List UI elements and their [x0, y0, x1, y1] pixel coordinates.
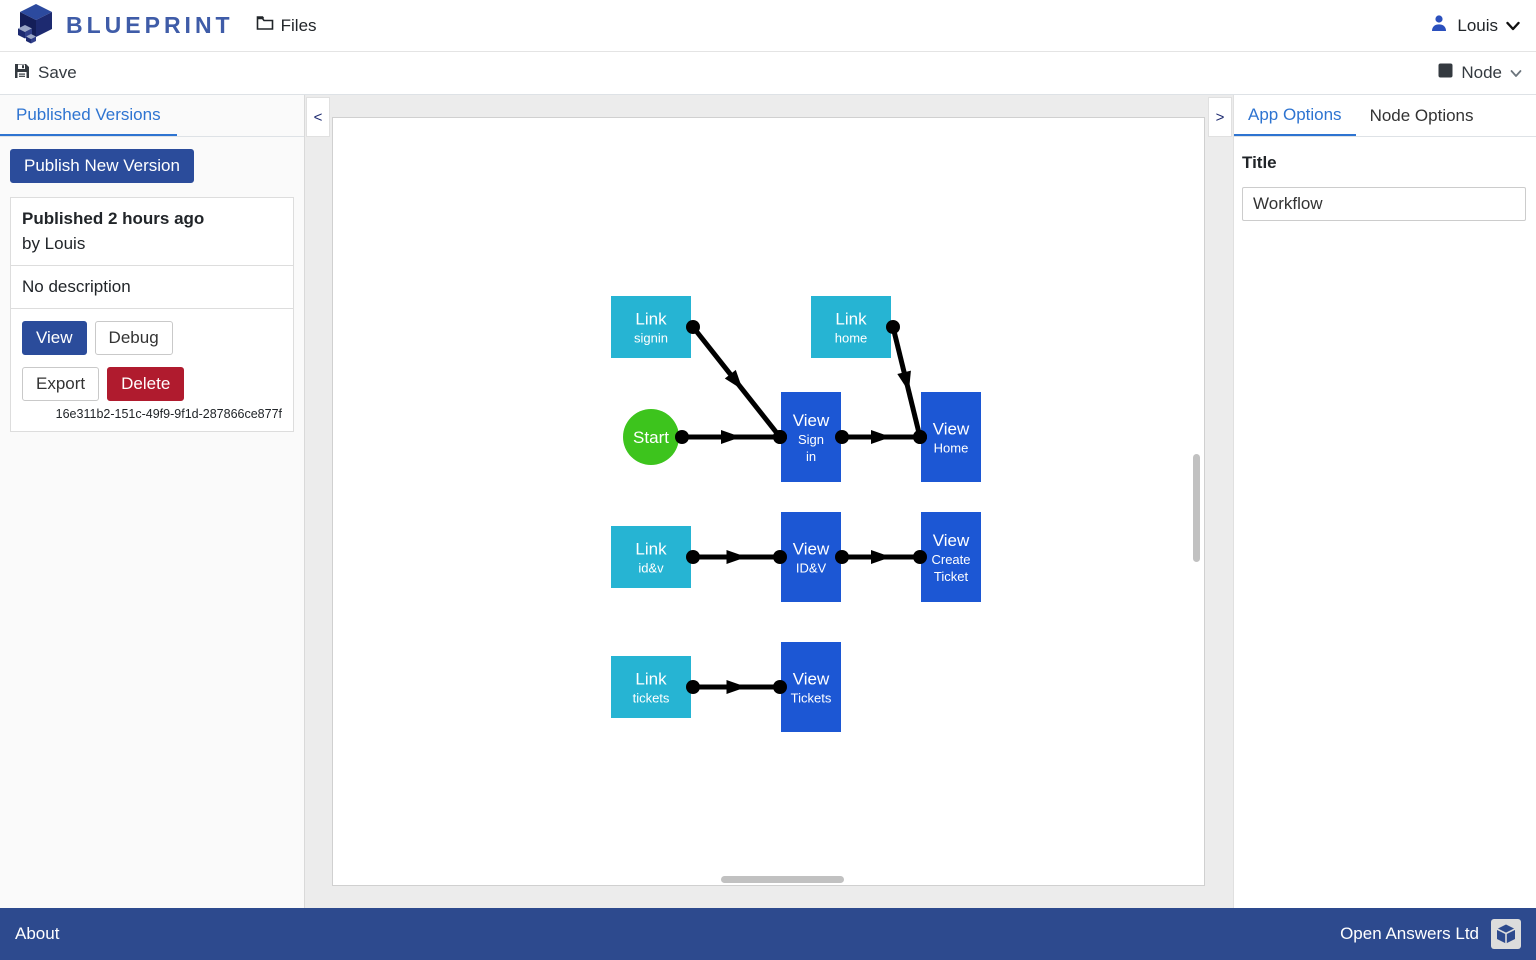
- user-menu[interactable]: Louis: [1429, 13, 1520, 38]
- vertical-scrollbar-thumb[interactable]: [1193, 454, 1200, 562]
- publish-new-version-button[interactable]: Publish New Version: [10, 149, 194, 183]
- svg-text:Tickets: Tickets: [791, 691, 832, 706]
- view-button[interactable]: View: [22, 321, 87, 355]
- options-tabbar: App Options Node Options: [1234, 95, 1536, 137]
- svg-text:in: in: [806, 449, 816, 464]
- chevron-down-icon: [1506, 16, 1520, 36]
- workflow-title-input[interactable]: [1242, 187, 1526, 221]
- collapse-left-panel-button[interactable]: <: [306, 97, 330, 137]
- version-header: Published 2 hours ago by Louis: [11, 198, 293, 266]
- edge-link-idv-to-view-idv: [686, 550, 787, 564]
- svg-text:tickets: tickets: [633, 691, 670, 706]
- save-button[interactable]: Save: [14, 63, 77, 84]
- edge-view-idv-to-view-create-ticket: [835, 550, 927, 564]
- main-content: Published Versions Publish New Version P…: [0, 95, 1536, 908]
- nav-files-label: Files: [280, 15, 317, 35]
- svg-text:Link: Link: [635, 540, 667, 559]
- svg-text:View: View: [793, 540, 830, 559]
- top-navbar: BLUEPRINT Files Louis: [0, 0, 1536, 52]
- title-field-label: Title: [1242, 153, 1277, 172]
- edge-link-signin-to-view-sign-in: [686, 320, 787, 444]
- node-dropdown[interactable]: Node: [1438, 63, 1522, 83]
- version-card: Published 2 hours ago by Louis No descri…: [10, 197, 294, 432]
- link-signin-node[interactable]: Link signin: [611, 296, 691, 358]
- blueprint-logo-icon: [16, 2, 56, 49]
- svg-text:signin: signin: [634, 331, 668, 346]
- svg-text:Start: Start: [633, 428, 669, 447]
- company-link[interactable]: Open Answers Ltd: [1340, 924, 1479, 943]
- link-home-node[interactable]: Link home: [811, 296, 891, 358]
- delete-button[interactable]: Delete: [107, 367, 185, 401]
- svg-text:Link: Link: [835, 310, 867, 329]
- svg-text:View: View: [793, 670, 830, 689]
- footer: About Open Answers Ltd: [0, 908, 1536, 960]
- versions-sidebar: Published Versions Publish New Version P…: [0, 95, 305, 908]
- save-icon: [14, 63, 30, 84]
- svg-text:View: View: [933, 531, 970, 550]
- edge-link-home-to-view-home: [886, 320, 927, 444]
- editor-toolbar: Save Node: [0, 52, 1536, 95]
- svg-text:id&v: id&v: [638, 561, 664, 576]
- svg-text:View: View: [793, 411, 830, 430]
- svg-text:Ticket: Ticket: [934, 569, 969, 584]
- options-panel: App Options Node Options Title: [1233, 95, 1536, 908]
- workflow-svg: LinksigninLinkhomeStartViewSigninViewHom…: [611, 296, 981, 732]
- svg-text:home: home: [835, 331, 868, 346]
- start-node[interactable]: Start: [623, 409, 679, 465]
- svg-text:Create: Create: [931, 552, 970, 567]
- brand-title: BLUEPRINT: [66, 12, 234, 38]
- tab-published-versions[interactable]: Published Versions: [0, 95, 177, 136]
- debug-button[interactable]: Debug: [94, 321, 173, 355]
- svg-text:Link: Link: [635, 670, 667, 689]
- version-published-time: Published 2 hours ago: [22, 209, 205, 228]
- export-button[interactable]: Export: [22, 367, 100, 401]
- version-uuid: 16e311b2-151c-49f9-9f1d-287866ce877f: [55, 407, 282, 421]
- edge-view-sign-in-to-view-home: [835, 430, 927, 444]
- tab-app-options[interactable]: App Options: [1234, 95, 1356, 136]
- user-icon: [1429, 13, 1449, 38]
- edge-start-to-view-sign-in: [675, 430, 787, 444]
- user-name: Louis: [1457, 15, 1498, 35]
- svg-text:View: View: [933, 420, 970, 439]
- open-answers-cube-icon: [1491, 919, 1521, 949]
- link-idv-node[interactable]: Link id&v: [611, 526, 691, 588]
- collapse-right-panel-button[interactable]: >: [1208, 97, 1232, 137]
- tab-node-options[interactable]: Node Options: [1369, 105, 1474, 125]
- nav-files[interactable]: Files: [256, 15, 317, 36]
- sidebar-tabbar: Published Versions: [0, 95, 304, 137]
- version-description: No description: [11, 266, 293, 309]
- about-link[interactable]: About: [15, 924, 60, 943]
- node-square-icon: [1438, 63, 1453, 83]
- svg-text:Home: Home: [934, 441, 969, 456]
- chevron-down-icon: [1510, 63, 1522, 83]
- svg-text:Link: Link: [635, 310, 667, 329]
- version-author: by Louis: [22, 234, 86, 253]
- edge-link-tickets-to-view-tickets: [686, 680, 787, 694]
- save-label: Save: [38, 63, 77, 82]
- node-dropdown-label: Node: [1461, 63, 1502, 82]
- svg-text:Sign: Sign: [798, 432, 824, 447]
- folder-icon: [256, 15, 274, 36]
- version-actions: View Debug Export Delete 16e311b2-151c-4…: [11, 309, 293, 431]
- brand-link[interactable]: BLUEPRINT: [16, 2, 234, 49]
- svg-text:ID&V: ID&V: [796, 561, 827, 576]
- horizontal-scrollbar-thumb[interactable]: [721, 876, 844, 883]
- link-tickets-node[interactable]: Link tickets: [611, 656, 691, 718]
